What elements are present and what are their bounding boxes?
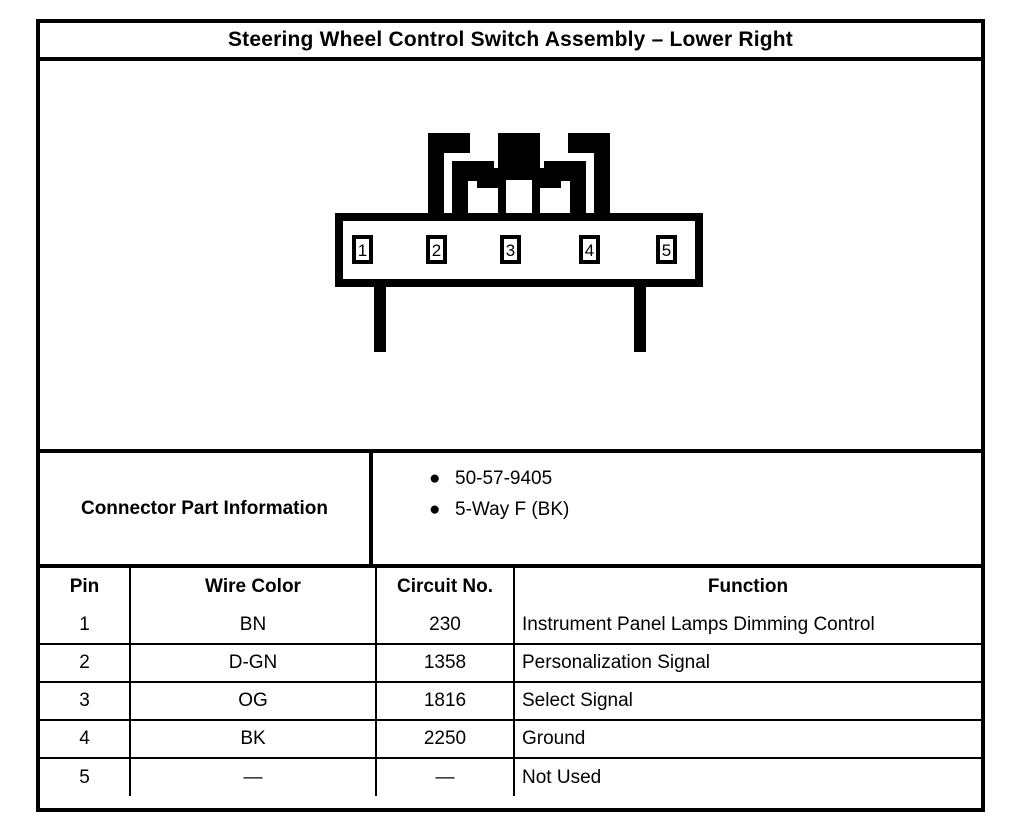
bullet-icon: ● <box>429 468 441 489</box>
table-row: 3 OG 1816 Select Signal <box>40 682 981 721</box>
connector-diagram-svg: 1 2 3 4 5 <box>335 133 703 352</box>
cell-pin: 1 <box>40 606 131 645</box>
cell-function: Instrument Panel Lamps Dimming Control <box>513 606 981 645</box>
latch-left-outer <box>428 133 470 218</box>
pin-number-group: 1 2 3 4 5 <box>358 241 671 260</box>
table-row: 1 BN 230 Instrument Panel Lamps Dimming … <box>40 606 981 645</box>
cell-function: Select Signal <box>513 682 981 721</box>
table-header-row: Pin Wire Color Circuit No. Function <box>40 568 981 606</box>
list-item: ● 50-57-9405 <box>373 463 981 494</box>
column-header-wire-color: Wire Color <box>129 568 377 606</box>
connector-data-sheet: Steering Wheel Control Switch Assembly –… <box>36 19 985 812</box>
table-row: 2 D-GN 1358 Personalization Signal <box>40 644 981 683</box>
connector-type-description: 5-Way F (BK) <box>455 499 570 520</box>
cell-wire-color: — <box>129 758 377 796</box>
bullet-icon: ● <box>429 499 441 520</box>
cell-wire-color: D-GN <box>129 644 377 683</box>
table-row: 4 BK 2250 Ground <box>40 720 981 759</box>
cell-circuit-no: 2250 <box>375 720 515 759</box>
connector-part-information-label: Connector Part Information <box>80 497 328 519</box>
cell-pin: 4 <box>40 720 131 759</box>
pin-cavity-box-2 <box>426 235 447 264</box>
cell-circuit-no: 230 <box>375 606 515 645</box>
pin-cavity-box-5 <box>656 235 677 264</box>
cell-pin: 3 <box>40 682 131 721</box>
pin-number-5: 5 <box>662 241 671 260</box>
cell-circuit-no: 1816 <box>375 682 515 721</box>
pin-number-2: 2 <box>432 241 441 260</box>
column-header-pin: Pin <box>40 568 131 606</box>
pin-cavity-group <box>352 235 677 264</box>
connector-part-number: 50-57-9405 <box>455 468 553 489</box>
column-header-function: Function <box>513 568 981 606</box>
pin-number-3: 3 <box>506 241 515 260</box>
cell-wire-color: BN <box>129 606 377 645</box>
table-row: 5 — — Not Used <box>40 758 981 796</box>
cell-circuit-no: 1358 <box>375 644 515 683</box>
cell-wire-color: BK <box>129 720 377 759</box>
pin-cavity-box-1 <box>352 235 373 264</box>
list-item: ● 5-Way F (BK) <box>373 494 981 525</box>
cell-circuit-no: — <box>375 758 515 796</box>
latch-right-outer <box>568 133 610 218</box>
cell-pin: 2 <box>40 644 131 683</box>
connector-part-information-label-cell: Connector Part Information <box>40 453 373 564</box>
sheet-title-row: Steering Wheel Control Switch Assembly –… <box>40 23 981 61</box>
connector-part-information-list: ● 50-57-9405 ● 5-Way F (BK) <box>373 463 981 525</box>
center-key-cross <box>477 133 561 218</box>
latch-right-inner <box>544 161 586 218</box>
connector-diagram-panel: 1 2 3 4 5 <box>40 61 981 453</box>
pin-cavity-box-4 <box>579 235 600 264</box>
connector-body-outline <box>335 213 703 287</box>
cell-function: Personalization Signal <box>513 644 981 683</box>
cell-pin: 5 <box>40 758 131 796</box>
mounting-tab-left <box>374 279 386 352</box>
connector-part-information-row: Connector Part Information ● 50-57-9405 … <box>40 453 981 568</box>
cell-function: Ground <box>513 720 981 759</box>
page-title: Steering Wheel Control Switch Assembly –… <box>227 28 794 51</box>
pin-number-4: 4 <box>585 241 594 260</box>
mounting-tab-right <box>634 279 646 352</box>
pin-number-1: 1 <box>358 241 367 260</box>
connector-part-information-values-cell: ● 50-57-9405 ● 5-Way F (BK) <box>373 453 981 564</box>
pin-cavity-box-3 <box>500 235 521 264</box>
cell-function: Not Used <box>513 758 981 796</box>
pin-assignment-table: Pin Wire Color Circuit No. Function 1 BN… <box>40 568 981 796</box>
column-header-circuit-no: Circuit No. <box>375 568 515 606</box>
cell-wire-color: OG <box>129 682 377 721</box>
